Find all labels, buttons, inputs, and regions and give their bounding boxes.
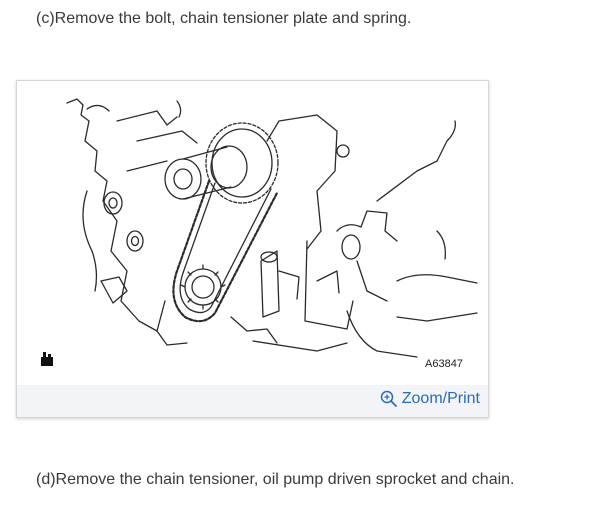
front-mark-icon (41, 352, 53, 366)
zoom-in-icon (380, 390, 397, 407)
figure-code: A63847 (425, 358, 463, 370)
engine-chain-illustration[interactable]: A63847 (17, 81, 488, 385)
step-c-text: (c)Remove the bolt, chain tensioner plat… (36, 10, 412, 27)
step-d-text: (d)Remove the chain tensioner, oil pump … (36, 471, 515, 488)
zoom-print-label: Zoom/Print (401, 390, 480, 407)
zoom-print-link[interactable]: Zoom/Print (380, 390, 480, 408)
figure-card: A63847 Zoom/Print (16, 80, 489, 418)
figure-footer: Zoom/Print (17, 385, 488, 417)
